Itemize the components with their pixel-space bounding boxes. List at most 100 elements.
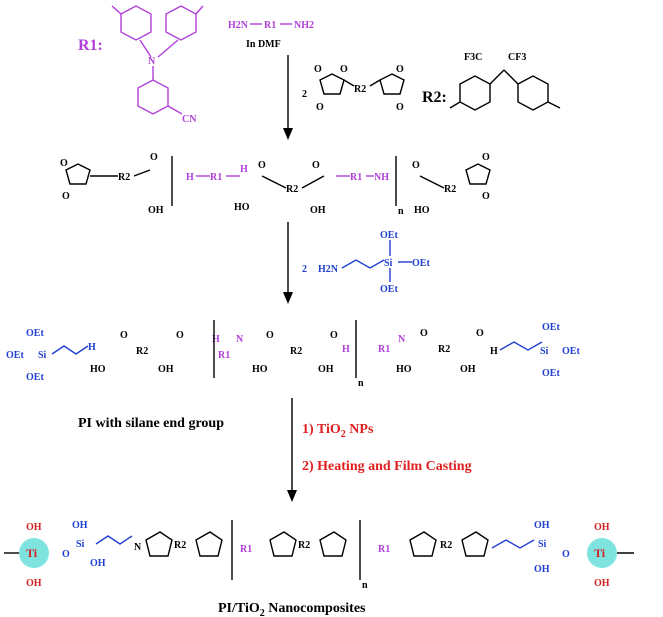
oet-left: OEt (6, 350, 24, 361)
ho-atom: HO (252, 364, 268, 375)
r2-atom: R2 (444, 184, 456, 195)
h-atom: H (88, 342, 96, 353)
r2-atom: R2 (438, 344, 450, 355)
o-atom: O (176, 330, 184, 341)
si-left: Si (38, 350, 47, 361)
reaction-arrow-1 (283, 55, 293, 140)
diamine-left: H2N (228, 20, 249, 31)
dianhydride-count: 2 (302, 89, 307, 100)
o-atom: O (396, 64, 404, 75)
stage2-caption: PI with silane end group (78, 416, 224, 431)
r1-atom: R1 (218, 350, 230, 361)
final-caption: PI/TiO2 Nanocomposites (218, 601, 366, 617)
r2-cf3-right: CF3 (508, 52, 526, 63)
pi-tio2-nanocomposite: Ti OH OH O Si OH OH N R2 R1 R2 n R1 R2 S… (4, 520, 634, 591)
ti-particle-right (587, 538, 617, 568)
si-right-final: Si (538, 539, 547, 550)
o-atom: O (62, 191, 70, 202)
silane-oet-right: OEt (412, 258, 430, 269)
oh-atom: OH (158, 364, 174, 375)
o-atom: O (396, 102, 404, 113)
oh-atom: OH (460, 364, 476, 375)
diamine-mid: R1 (264, 20, 276, 31)
oet-right: OEt (562, 346, 580, 357)
oet-top-left: OEt (26, 328, 44, 339)
oh-atom: OH (310, 205, 326, 216)
n-index: n (362, 580, 368, 591)
si-right: Si (540, 346, 549, 357)
dianhydride-reagent: 2 R2 O O O O O (302, 64, 405, 113)
r1-n-atom: N (148, 56, 156, 67)
o-atom: O (266, 330, 274, 341)
o-atom: O (62, 549, 70, 560)
r2-label: R2: (422, 89, 447, 106)
diamine-reagent: H2N R1 NH2 In DMF (228, 20, 314, 50)
o-atom: O (330, 330, 338, 341)
o-atom: O (150, 152, 158, 163)
oet-bottom-right: OEt (542, 368, 560, 379)
ti-right: Ti (594, 546, 606, 560)
o-atom: O (60, 158, 68, 169)
diamine-right: NH2 (294, 20, 314, 31)
h-atom: H (212, 334, 220, 345)
r2-atom: R2 (136, 346, 148, 357)
o-atom: O (120, 330, 128, 341)
silane-count: 2 (302, 264, 307, 275)
r2-cf3-left: F3C (464, 52, 482, 63)
step-2-label: 2) Heating and Film Casting (302, 459, 472, 474)
r2-atom: R2 (298, 540, 310, 551)
silane-amine: H2N (318, 264, 339, 275)
r2-atom: R2 (174, 540, 186, 551)
r1-label: R1: (78, 37, 103, 54)
r1-structure: R1: N CN (78, 5, 204, 125)
reaction-arrow-3 (287, 398, 297, 502)
o-atom: O (412, 160, 420, 171)
r1-atom: R1 (210, 172, 222, 183)
r2-atom: R2 (118, 172, 130, 183)
o-atom: O (420, 328, 428, 339)
ho-atom: HO (234, 202, 250, 213)
silane-oet-bottom: OEt (380, 284, 398, 295)
h-atom: H (240, 164, 248, 175)
polyamic-acid: O O R2 O OH H R1 H HO O R2 O OH R1 NH n … (60, 152, 491, 217)
o-atom: O (482, 191, 490, 202)
r1-atom: R1 (378, 344, 390, 355)
o-atom: O (258, 160, 266, 171)
o-atom: O (312, 160, 320, 171)
oh-atom: OH (534, 564, 550, 575)
oh-atom: OH (534, 520, 550, 531)
ti-particle-left (19, 538, 49, 568)
oh-atom: OH (90, 558, 106, 569)
ho-atom: HO (414, 205, 430, 216)
nh-atom: NH (374, 172, 389, 183)
silane-si: Si (384, 258, 393, 269)
oet-top-right: OEt (542, 322, 560, 333)
n-atom: N (236, 334, 244, 345)
si-left-final: Si (76, 539, 85, 550)
silane-reagent: 2 H2N Si OEt OEt OEt (302, 230, 430, 295)
n-index: n (398, 206, 404, 217)
step-1-label: 1) TiO2 NPs (302, 422, 374, 440)
oh-atom: OH (26, 522, 42, 533)
h-atom: H (342, 344, 350, 355)
r1-atom: R1 (378, 544, 390, 555)
r1-cn-group: CN (182, 114, 197, 125)
o-atom: O (476, 328, 484, 339)
n-atom: N (398, 334, 406, 345)
n-index: n (358, 378, 364, 389)
oh-atom: OH (318, 364, 334, 375)
ho-atom: HO (90, 364, 106, 375)
o-atom: O (314, 64, 322, 75)
ho-atom: HO (396, 364, 412, 375)
h-atom: H (186, 172, 194, 183)
r1-atom: R1 (350, 172, 362, 183)
r2-structure: R2: F3C CF3 (422, 52, 561, 111)
oh-atom: OH (594, 522, 610, 533)
h-atom: H (490, 346, 498, 357)
silane-oet-top: OEt (380, 230, 398, 241)
r2-atom: R2 (440, 540, 452, 551)
oh-atom: OH (594, 578, 610, 589)
silane-terminated-pi: OEt OEt OEt Si H O R2 O HO OH H R1 N O R… (6, 320, 580, 389)
reaction-arrow-2 (283, 222, 293, 304)
dianhydride-r2: R2 (354, 84, 366, 95)
